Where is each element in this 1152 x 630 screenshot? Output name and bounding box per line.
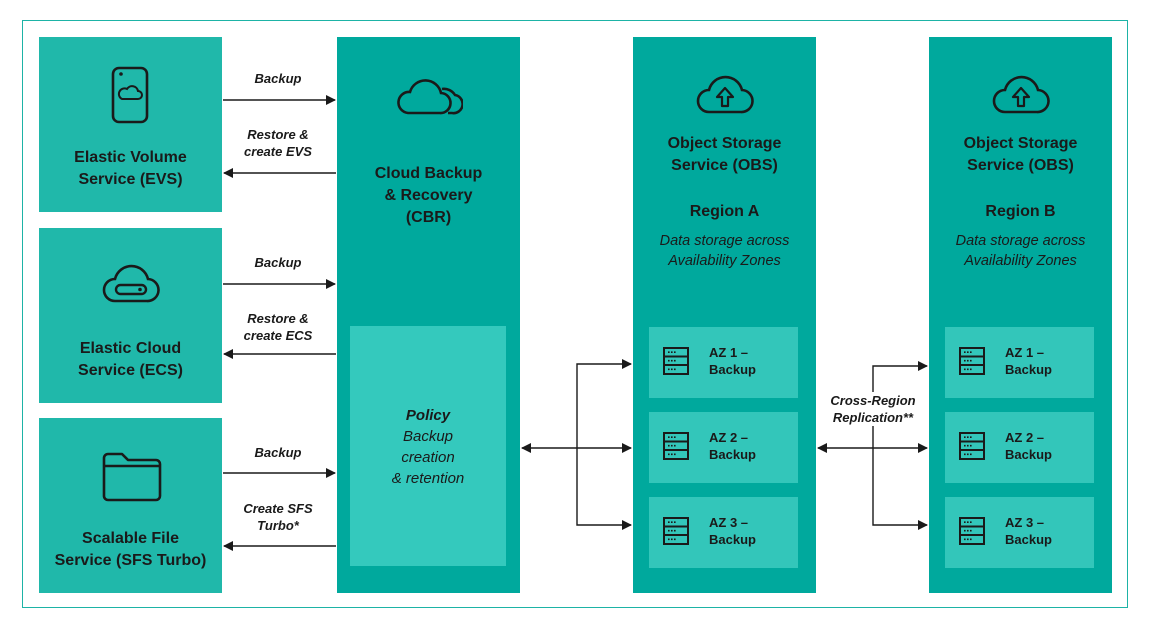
cloud-upload-icon [696,75,754,114]
cloud-upload-icon [992,75,1050,114]
policy-panel: Policy Backup creation & retention [350,326,506,566]
server-rack-icon [959,347,985,375]
az1-branch-arrow [576,359,632,448]
ecs-restore-label-1: Restore & [247,311,309,326]
region-b-title-line1: Object Storage [963,135,1078,152]
az-box: AZ 1 – Backup [649,327,798,398]
az-label-line1: AZ 3 – [709,515,749,530]
policy-line1: Backup [402,428,454,445]
az-label-line1: AZ 1 – [1005,345,1045,360]
tablet-cloud-icon [111,66,149,124]
evs-backup-label: Backup [254,71,302,86]
az-label-line2: Backup [709,447,756,462]
cross-region-label-1: Cross-Region [818,392,928,409]
az-label-line2: Backup [1005,532,1052,547]
evs-title-line2: Service (EVS) [78,171,183,188]
server-rack-icon [959,517,985,545]
az-box: AZ 3 – Backup [649,497,798,568]
cloud-server-icon [102,264,160,303]
ecs-title-line1: Elastic Cloud [79,340,182,357]
region-a-title-line1: Object Storage [667,135,782,152]
region-b-title-line2: Service (OBS) [967,157,1074,174]
server-rack-icon [663,432,689,460]
sfs-title-line2: Service (SFS Turbo) [54,552,207,569]
region-a-name: Region A [689,203,760,220]
az-box: AZ 2 – Backup [945,412,1094,483]
ecs-service-box: Elastic Cloud Service (ECS) [39,228,222,403]
sfs-backup-label: Backup [254,445,302,460]
folder-icon [102,452,162,502]
az-box: AZ 1 – Backup [945,327,1094,398]
az-label-line1: AZ 1 – [709,345,749,360]
region-b-desc-line1: Data storage across [955,233,1086,249]
cross-region-label-2: Replication** [818,409,928,426]
evs-service-box: Elastic Volume Service (EVS) [39,37,222,212]
region-b-desc-line2: Availability Zones [964,253,1077,269]
az-label-line2: Backup [709,362,756,377]
region-a-title-line2: Service (OBS) [671,157,778,174]
sfs-service-box: Scalable File Service (SFS Turbo) [39,418,222,593]
server-rack-icon [959,432,985,460]
az-label: AZ 3 – Backup [709,514,756,548]
regb-az3-branch-arrow [872,448,928,530]
az3-branch-arrow [576,448,632,530]
az-label-line2: Backup [1005,447,1052,462]
az-label-line2: Backup [709,532,756,547]
cbr-title-line2: & Recovery [384,187,473,204]
region-a-desc-line1: Data storage across [659,233,790,249]
az-label-line1: AZ 2 – [1005,430,1045,445]
server-rack-icon [663,517,689,545]
region-b-name: Region B [985,203,1056,220]
cbr-title-line3: (CBR) [405,209,452,226]
evs-restore-label-1: Restore & [247,127,309,142]
ecs-title-line2: Service (ECS) [78,362,183,379]
az-box: AZ 3 – Backup [945,497,1094,568]
clouds-icon [397,79,463,115]
az-label-line1: AZ 3 – [1005,515,1045,530]
az-label-line1: AZ 2 – [709,430,749,445]
diagram-frame [22,20,1128,608]
ecs-restore-label-2: create ECS [243,328,313,343]
az-label: AZ 2 – Backup [709,429,756,463]
az-label: AZ 1 – Backup [1005,344,1052,378]
evs-title-line1: Elastic Volume [74,149,187,166]
az-label: AZ 3 – Backup [1005,514,1052,548]
az-label-line2: Backup [1005,362,1052,377]
ecs-backup-label: Backup [254,255,302,270]
az-label: AZ 1 – Backup [709,344,756,378]
evs-restore-label-2: create EVS [244,144,312,159]
az-box: AZ 2 – Backup [649,412,798,483]
sfs-title-line1: Scalable File [82,530,179,547]
policy-title: Policy [405,407,451,424]
cbr-title-line1: Cloud Backup [374,165,483,182]
policy-line2: creation [401,449,455,466]
az-label: AZ 2 – Backup [1005,429,1052,463]
region-a-desc-line2: Availability Zones [668,253,781,269]
policy-line3: & retention [391,470,465,487]
server-rack-icon [663,347,689,375]
sfs-create-label-1: Create SFS [243,501,313,516]
sfs-create-label-2: Turbo* [257,518,299,533]
